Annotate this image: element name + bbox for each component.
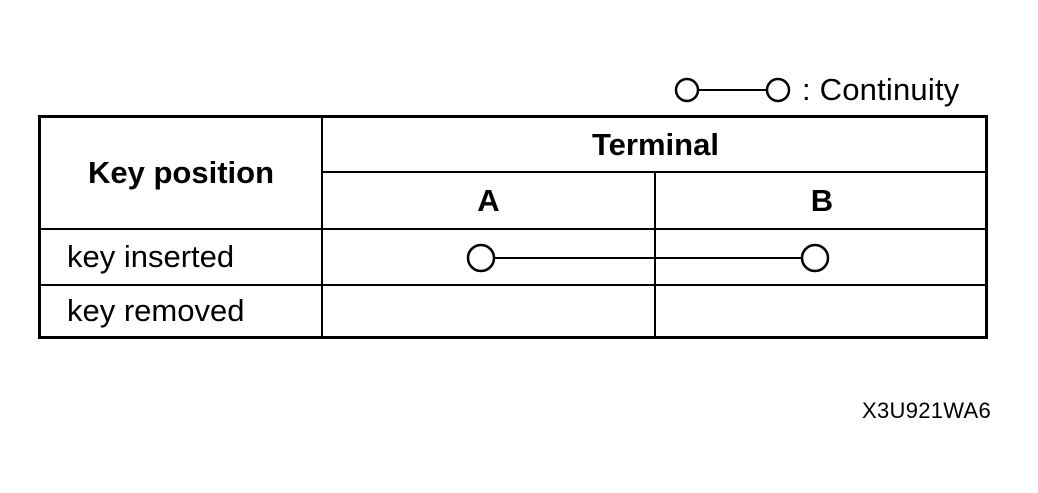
column-header-a: A [477, 182, 500, 218]
divider [41, 284, 988, 286]
row-header-label: Key position [87, 155, 274, 190]
divider [41, 228, 988, 230]
row-label-key-inserted: key inserted [67, 239, 235, 274]
legend-label: : Continuity [802, 72, 960, 107]
continuity-table: Key position Terminal A B key inserted k… [38, 115, 988, 339]
row-label-key-removed: key removed [67, 293, 245, 328]
column-header-b: B [810, 182, 834, 218]
divider [321, 118, 323, 336]
continuity-connector-icon [466, 243, 830, 273]
legend: : Continuity [672, 72, 959, 108]
divider [654, 171, 656, 336]
figure-code: X3U921WA6 [862, 398, 992, 423]
continuity-symbol-icon [674, 77, 791, 103]
divider [322, 171, 988, 173]
group-header-terminal: Terminal [592, 126, 719, 162]
